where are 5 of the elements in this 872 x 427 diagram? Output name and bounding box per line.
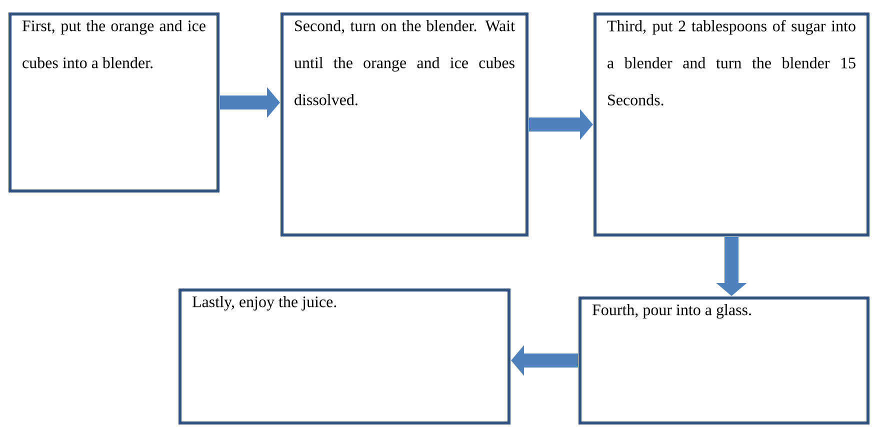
step-box: Second, turn on the blender. Wait until the orange and ice cubes dissolved. bbox=[280, 12, 528, 236]
step-box: First, put the orange and ice cubes into a blender. bbox=[8, 12, 220, 192]
step-box: Lastly, enjoy the juice. bbox=[178, 288, 510, 424]
step-box: Fourth, pour into a glass. bbox=[578, 296, 870, 424]
step-box: Third, put 2 tablespoons of sugar into a blender and turn the blender 15 Seconds. bbox=[594, 12, 870, 236]
